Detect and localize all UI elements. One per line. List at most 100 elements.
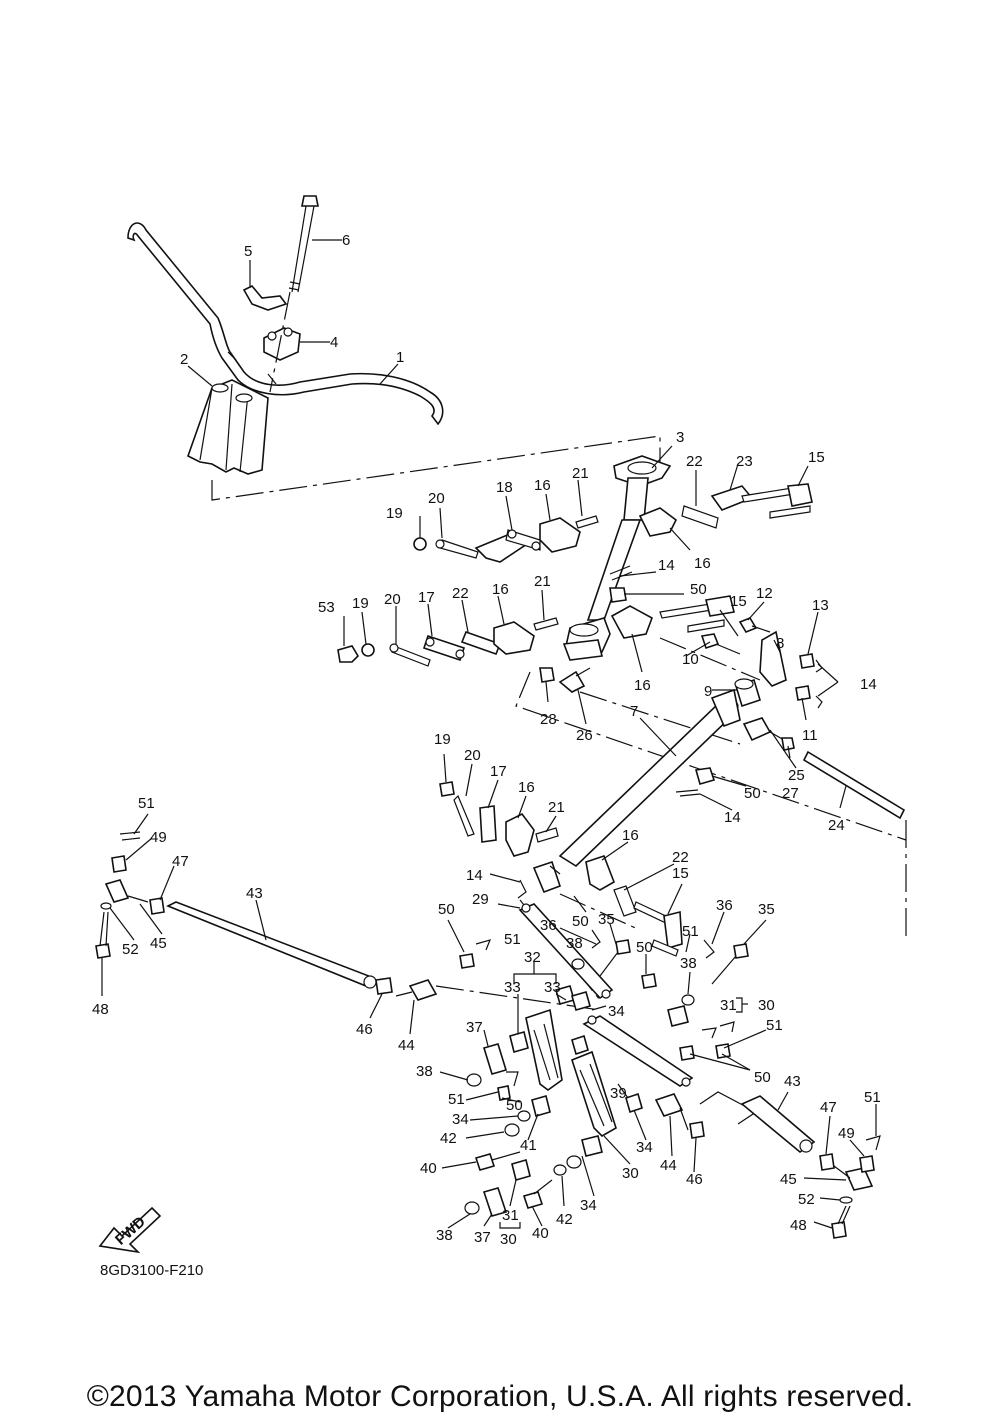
callout-49-a: 49 [150, 829, 167, 846]
callout-7: 7 [630, 703, 638, 720]
lower-pivot [532, 854, 683, 957]
callout-50-f: 50 [754, 1069, 771, 1086]
pitman-arm-left [466, 1008, 563, 1091]
callout-51-a: 51 [682, 923, 699, 940]
callout-50-d: 50 [438, 901, 455, 918]
fwd-arrow: FWD [98, 1206, 162, 1254]
callout-3: 3 [676, 429, 684, 446]
callout-48-a: 48 [92, 1001, 109, 1018]
callout-12: 12 [756, 585, 773, 602]
pitman-arm-right [571, 1050, 617, 1137]
callout-50-g: 50 [506, 1097, 523, 1114]
callout-10: 10 [682, 651, 699, 668]
callout-30-a: 30 [758, 997, 775, 1014]
callout-34-d: 34 [580, 1197, 597, 1214]
callout-24: 24 [828, 817, 845, 834]
callout-29: 29 [472, 891, 489, 908]
callout-16-d: 16 [634, 677, 651, 694]
callout-51-e: 51 [448, 1091, 465, 1108]
callout-50-e: 50 [636, 939, 653, 956]
callout-21-b: 21 [534, 573, 551, 590]
callout-8: 8 [776, 635, 784, 652]
callout-37-b: 37 [474, 1229, 491, 1246]
callout-30-b: 30 [622, 1165, 639, 1182]
callout-35-a: 35 [598, 911, 615, 928]
figure-code: 8GD3100-F210 [100, 1262, 204, 1279]
callout-16-e: 16 [518, 779, 535, 796]
callout-40-b: 40 [532, 1225, 549, 1242]
lower-link-left [439, 781, 559, 857]
callout-14-c: 14 [724, 809, 741, 826]
callout-27: 27 [782, 785, 799, 802]
callout-16-a: 16 [534, 477, 551, 494]
callout-35-b: 35 [758, 901, 775, 918]
bracket [242, 285, 288, 311]
callout-14-d: 14 [466, 867, 483, 884]
callout-41-a: 41 [520, 1137, 537, 1154]
callout-19-b: 19 [352, 595, 369, 612]
callout-51-f: 51 [864, 1089, 881, 1106]
callout-21-a: 21 [572, 465, 589, 482]
callout-40-a: 40 [420, 1160, 437, 1177]
callout-17-a: 17 [418, 589, 435, 606]
callout-44-a: 44 [398, 1037, 415, 1054]
callout-20-b: 20 [384, 591, 401, 608]
callout-38-c: 38 [416, 1063, 433, 1080]
upper-link-assembly [413, 483, 813, 563]
callout-50-c: 50 [572, 913, 589, 930]
callout-5: 5 [244, 243, 252, 260]
callout-43-a: 43 [246, 885, 263, 902]
callout-31-b: 31 [502, 1207, 519, 1224]
callout-34-c: 34 [636, 1139, 653, 1156]
callout-46-a: 46 [356, 1021, 373, 1038]
callout-16-f: 16 [622, 827, 639, 844]
callout-4: 4 [330, 334, 338, 351]
callout-2: 2 [180, 351, 188, 368]
copyright-notice: ©2013 Yamaha Motor Corporation, U.S.A. A… [86, 1380, 914, 1413]
callout-31-a: 31 [720, 997, 737, 1014]
callout-46-b: 46 [686, 1171, 703, 1188]
callout-30-c: 30 [500, 1231, 517, 1248]
callout-23: 23 [736, 453, 753, 470]
callout-44-b: 44 [660, 1157, 677, 1174]
callout-26: 26 [576, 727, 593, 744]
callout-17-b: 17 [490, 763, 507, 780]
callout-38-d: 38 [436, 1227, 453, 1244]
callout-13: 13 [812, 597, 829, 614]
leader-lines [101, 239, 877, 1229]
callout-33-b: 33 [544, 979, 561, 996]
callout-14-a: 14 [658, 557, 675, 574]
tie-rod-24 [742, 717, 906, 820]
callout-48-b: 48 [790, 1217, 807, 1234]
center-link-29 [518, 903, 614, 1000]
callout-19-a: 19 [386, 505, 403, 522]
callout-33-a: 33 [504, 979, 521, 996]
callout-45-b: 45 [780, 1171, 797, 1188]
drag-link-39 [582, 1015, 694, 1087]
callout-25: 25 [788, 767, 805, 784]
callout-21-c: 21 [548, 799, 565, 816]
callout-51-b: 51 [504, 931, 521, 948]
callout-38-a: 38 [566, 935, 583, 952]
callout-39: 39 [610, 1085, 627, 1102]
callout-20-c: 20 [464, 747, 481, 764]
callout-52-b: 52 [798, 1191, 815, 1208]
callout-34-b: 34 [452, 1111, 469, 1128]
callout-51-d: 51 [138, 795, 155, 812]
callout-47-a: 47 [172, 853, 189, 870]
bolt-6 [288, 195, 319, 293]
callout-15-a: 15 [808, 449, 825, 466]
callout-52-a: 52 [122, 941, 139, 958]
callout-42-b: 42 [556, 1211, 573, 1228]
callout-11: 11 [802, 727, 818, 744]
callout-32: 32 [524, 949, 541, 966]
callout-28: 28 [540, 711, 557, 728]
callout-34-a: 34 [608, 1003, 625, 1020]
shaft-7 [558, 678, 761, 868]
handlebar-clamp [263, 327, 301, 361]
callout-16-b: 16 [694, 555, 711, 572]
callout-6: 6 [342, 232, 350, 249]
callout-19-c: 19 [434, 731, 451, 748]
callout-49-b: 49 [838, 1125, 855, 1142]
